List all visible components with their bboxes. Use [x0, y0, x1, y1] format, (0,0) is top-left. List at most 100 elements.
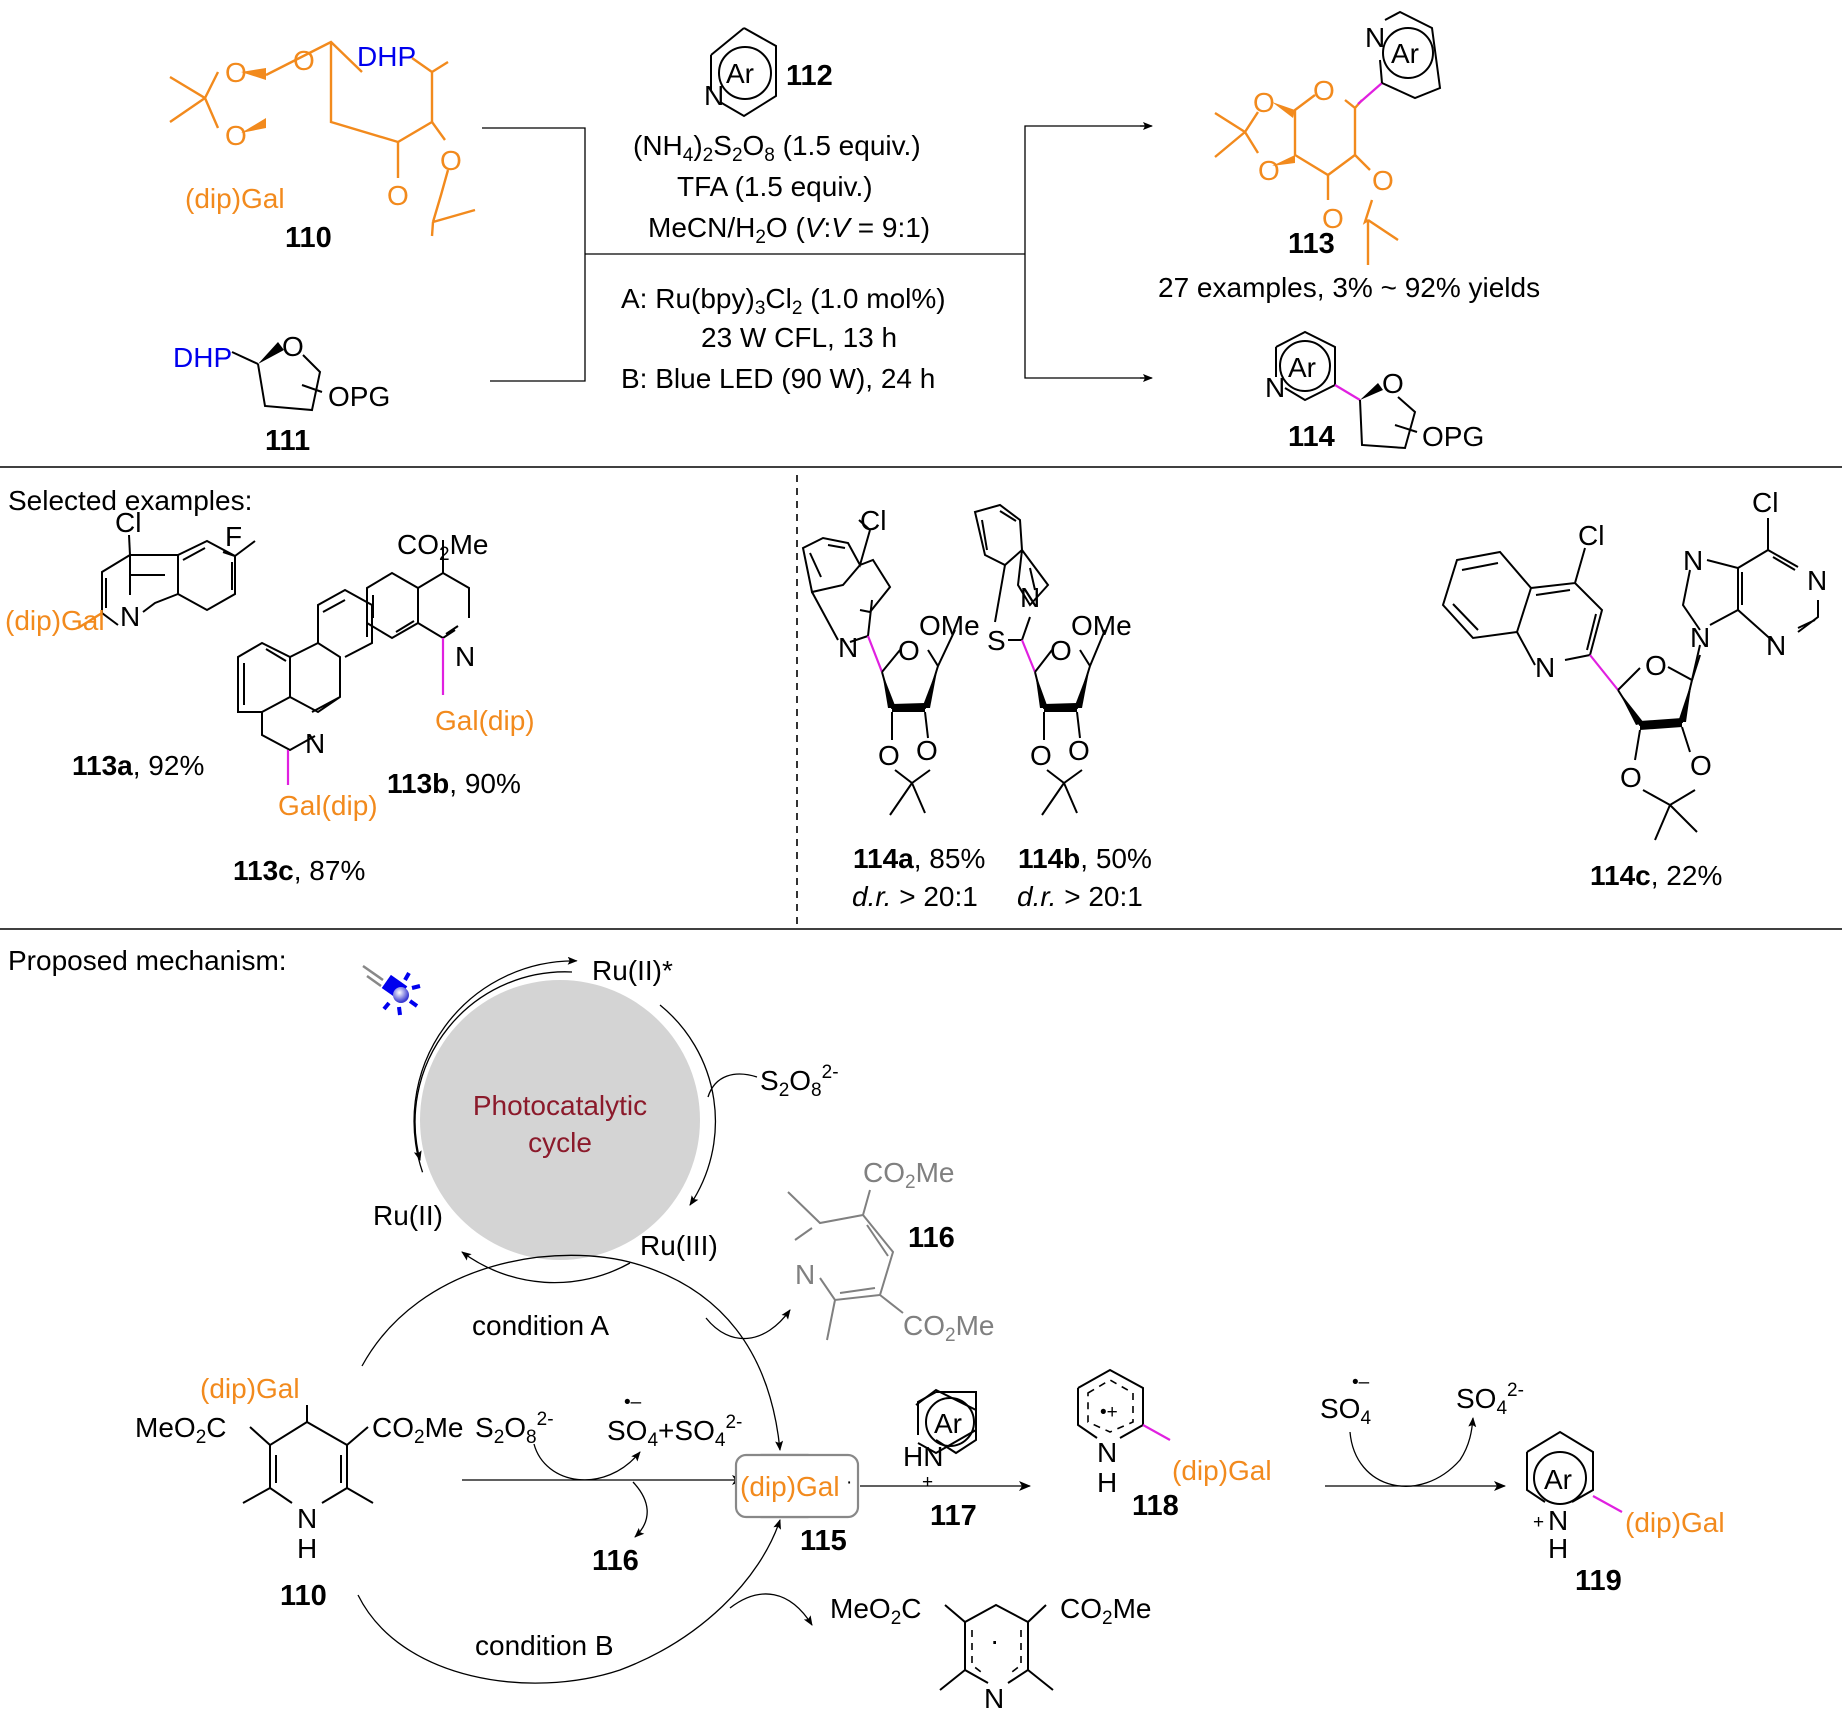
compound-label-110: 110: [285, 222, 332, 254]
combine-bracket: [482, 127, 1025, 382]
nitrogen-label: N: [838, 632, 858, 663]
condition-b-label: condition B: [475, 1630, 614, 1661]
sulfate-radical-label: SO4: [1320, 1393, 1371, 1429]
ring-oxygen: O: [1382, 368, 1404, 399]
example-113b: CO2Me N Gal(dip) 113b, 90%: [366, 529, 535, 799]
fluorine-label: F: [225, 521, 242, 552]
ring-oxygen: O: [878, 740, 900, 771]
ar-label: Ar: [934, 1408, 962, 1439]
sulfur-label: S: [987, 625, 1006, 656]
yield-114a: 114a, 85%: [853, 843, 985, 874]
dip-gal-label: (dip)Gal: [200, 1373, 300, 1404]
nitrogen-label: N: [1766, 630, 1786, 661]
compound-110-structure: O O O O O DHP (dip)Gal 110: [169, 40, 476, 254]
nitrogen-label: N: [120, 601, 140, 632]
plus-charge: +: [1533, 1512, 1544, 1533]
compound-label-116: 116: [592, 1545, 639, 1577]
compound-112-structure: Ar N 112: [704, 27, 833, 118]
radical-anion-mark: •–: [1352, 1372, 1370, 1393]
ring-oxygen: O: [1258, 155, 1280, 186]
chlorine-label: Cl: [115, 507, 141, 538]
persulfate-cleavage-arrow: [533, 1443, 641, 1481]
dip-gal-label: (dip)Gal: [185, 183, 285, 214]
ring-oxygen: O: [916, 735, 938, 766]
dip-gal-label: (dip)Gal: [5, 605, 105, 636]
nitrogen-label: N: [1683, 545, 1703, 576]
ring-oxygen: O: [293, 45, 315, 76]
hn-label: HN: [903, 1441, 943, 1472]
ring-oxygen: O: [440, 145, 462, 176]
example-113a: Cl F N (dip)Gal 113a, 92%: [5, 507, 256, 781]
ring-oxygen: O: [225, 57, 247, 88]
ring-oxygen: O: [1322, 203, 1344, 234]
compound-110-hantzsch: (dip)Gal MeO2C CO2Me N H 110: [135, 1373, 463, 1612]
photocatalytic-cycle: Photocatalytic cycle Ru(II)* Ru(II) Ru(I…: [373, 955, 839, 1284]
sulfate-radical-and-sulfate: SO4+SO42-: [607, 1412, 742, 1451]
nitrogen-label: N: [984, 1683, 1004, 1713]
nitrogen-label: N: [795, 1259, 815, 1290]
cycle-label-line2: cycle: [528, 1127, 592, 1158]
ar-label: Ar: [726, 58, 754, 89]
compound-119-structure: Ar + N H (dip)Gal 119: [1526, 1430, 1725, 1597]
arrow-to-116: [705, 1309, 791, 1340]
compound-111-structure: DHP O OPG 111: [173, 331, 390, 457]
pyridinyl-radical-byproduct: MeO2C CO2Me N ·: [830, 1593, 1151, 1713]
example-114a: Cl N O OMe O O 114a, 85% d.r. > 20:1: [801, 505, 985, 912]
radical-cation-mark: •+: [1100, 1402, 1118, 1423]
cycle-label-line1: Photocatalytic: [473, 1090, 647, 1121]
blue-led-icon: [362, 964, 421, 1016]
compound-label-110: 110: [280, 1580, 327, 1612]
ar-label: Ar: [1288, 352, 1316, 383]
ar-label: Ar: [1391, 38, 1419, 69]
methoxy-label: OMe: [919, 610, 980, 641]
compound-label-115: 115: [800, 1525, 847, 1557]
ring-oxygen: O: [1645, 650, 1667, 681]
ring-oxygen: O: [387, 180, 409, 211]
mechanism-heading: Proposed mechanism:: [8, 945, 287, 976]
ring-oxygen: O: [225, 120, 247, 151]
arrow-to-pyridinyl-radical: [729, 1593, 813, 1626]
nitrogen-label: N: [1020, 582, 1040, 613]
compound-118-structure: •+ N H (dip)Gal 118: [1077, 1368, 1272, 1522]
dip-gal-label: (dip)Gal: [1172, 1455, 1272, 1486]
gal-dip-label: Gal(dip): [435, 705, 535, 736]
nitrogen-label: N: [297, 1503, 317, 1534]
hydrogen-label: H: [297, 1533, 317, 1564]
ester-label-left: MeO2C: [135, 1412, 227, 1448]
compound-label-113: 113: [1288, 228, 1335, 260]
ester-label: CO2Me: [863, 1157, 954, 1193]
ring-oxygen: O: [1050, 635, 1072, 666]
persulfate-curve: [707, 1073, 758, 1098]
compound-label-118: 118: [1132, 1490, 1179, 1522]
ring-oxygen: O: [1372, 165, 1394, 196]
ru3-label: Ru(III): [640, 1230, 718, 1261]
radical-dot: ·: [846, 1472, 852, 1493]
sulfate-label: SO42-: [1456, 1380, 1524, 1419]
ring-oxygen: O: [1253, 87, 1275, 118]
nitrogen-label: N: [1535, 652, 1555, 683]
oxidative-quench-arrow: [659, 1004, 717, 1206]
hydrogen-label: H: [1097, 1467, 1117, 1498]
selected-examples-heading: Selected examples:: [8, 485, 252, 516]
dr-114a: d.r. > 20:1: [852, 881, 978, 912]
ring-oxygen: O: [1313, 75, 1335, 106]
excitation-arrow: [413, 956, 578, 1173]
nitrogen-label: N: [1265, 372, 1285, 403]
nitrogen-label: N: [1690, 622, 1710, 653]
dhp-label: DHP: [357, 41, 416, 72]
hydrogen-label: H: [1548, 1533, 1568, 1564]
ester-label-right: CO2Me: [1060, 1593, 1151, 1629]
reduction-arrow: [461, 1251, 631, 1284]
compound-label-111: 111: [265, 425, 310, 457]
opg-label: OPG: [1422, 421, 1484, 452]
nitrogen-label: N: [455, 641, 475, 672]
ring-oxygen: O: [1068, 735, 1090, 766]
nitrogen-label: N: [1097, 1437, 1117, 1468]
radical-dot: ·: [990, 1625, 999, 1656]
relaxation-arrow: [413, 971, 573, 1161]
chlorine-label: Cl: [1578, 520, 1604, 551]
ar-label: Ar: [1544, 1464, 1572, 1495]
condition-persulfate: (NH4)2S2O8 (1.5 equiv.): [633, 130, 921, 166]
compound-114-structure: Ar N O OPG 114: [1265, 330, 1484, 453]
